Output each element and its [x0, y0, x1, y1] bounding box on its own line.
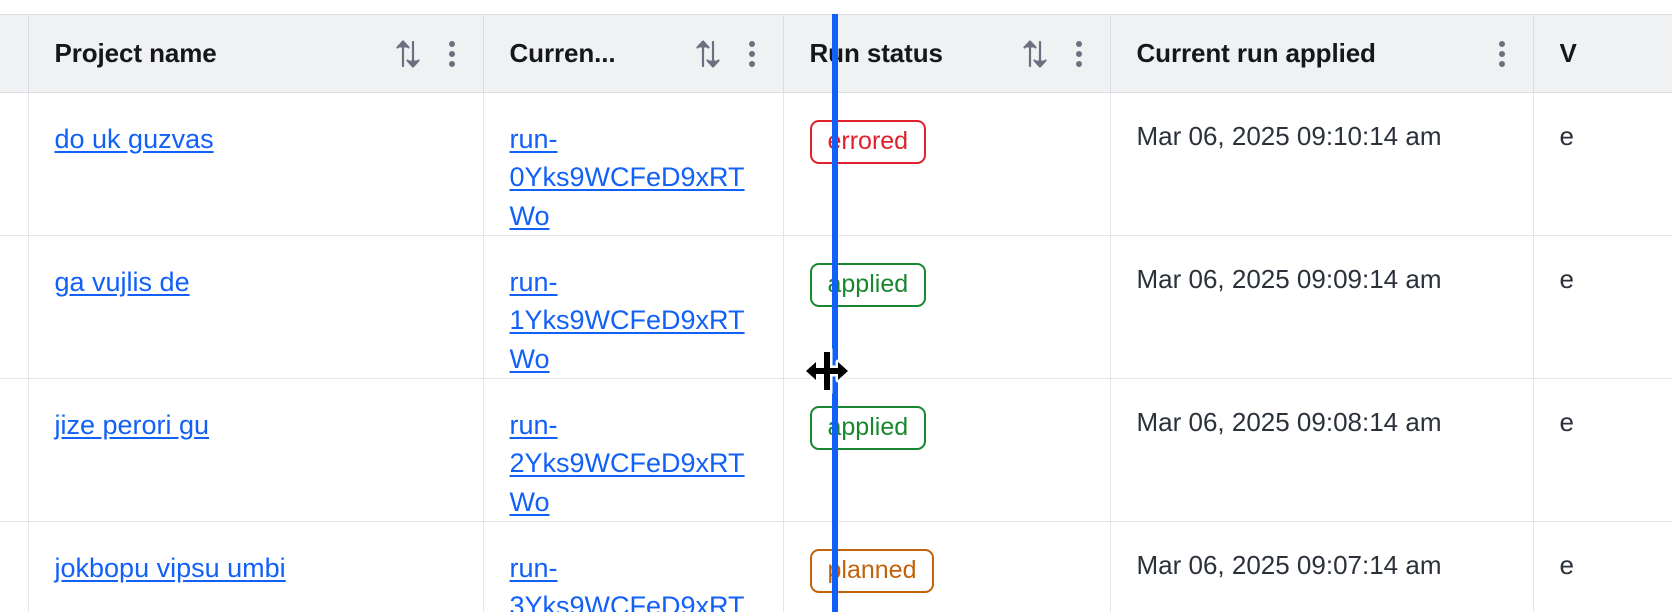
- table-row[interactable]: jokbopu vipsu umbi run-3Yks9WCFeD9xRTWo …: [0, 521, 1672, 612]
- column-header-label-next-column: V: [1559, 38, 1577, 68]
- column-header-next-column[interactable]: V: [1533, 14, 1672, 93]
- cell-project-name: do uk guzvas: [28, 92, 484, 236]
- project-name-link[interactable]: jize perori gu: [54, 409, 210, 440]
- column-resize-indicator[interactable]: [832, 14, 838, 612]
- cell-current-run: run-3Yks9WCFeD9xRTWo: [483, 521, 784, 612]
- cell-next-column: e: [1533, 235, 1672, 379]
- cell-next-column: e: [1533, 378, 1672, 522]
- cell-current-run-applied: Mar 06, 2025 09:10:14 am: [1110, 92, 1534, 236]
- current-run-applied-text: Mar 06, 2025 09:07:14 am: [1136, 549, 1442, 580]
- row-gutter-cell: [0, 92, 29, 236]
- kebab-dot: [1498, 40, 1505, 47]
- status-badge: applied: [809, 405, 927, 450]
- column-header-current-run-applied[interactable]: Current run applied: [1110, 14, 1534, 93]
- column-header-label-run-status: Run status: [809, 38, 943, 68]
- next-column-text: e: [1559, 406, 1574, 437]
- kebab-dot: [1498, 60, 1505, 67]
- projects-table: Project name: [0, 14, 1672, 612]
- kebab-menu-icon[interactable]: [439, 39, 465, 69]
- status-badge: errored: [809, 120, 927, 164]
- status-badge: planned: [809, 548, 935, 593]
- next-column-text: e: [1559, 121, 1574, 151]
- current-run-link[interactable]: run-3Yks9WCFeD9xRTWo: [509, 552, 745, 612]
- cell-current-run-applied: Mar 06, 2025 09:08:14 am: [1110, 378, 1534, 522]
- row-gutter-cell: [0, 521, 29, 612]
- current-run-link[interactable]: run-1Yks9WCFeD9xRTWo: [509, 266, 745, 374]
- cell-next-column: e: [1533, 92, 1672, 236]
- next-column-text: e: [1559, 263, 1574, 294]
- row-gutter-cell: [0, 378, 29, 522]
- table-row[interactable]: do uk guzvas run-0Yks9WCFeD9xRTWo errore…: [0, 92, 1672, 236]
- kebab-dot: [448, 40, 455, 47]
- current-run-applied-text: Mar 06, 2025 09:10:14 am: [1136, 121, 1442, 151]
- kebab-dot: [748, 40, 755, 47]
- header-row: Project name: [0, 14, 1672, 93]
- kebab-dot: [1075, 40, 1082, 47]
- kebab-dot: [1075, 60, 1082, 67]
- current-run-link[interactable]: run-0Yks9WCFeD9xRTWo: [509, 124, 745, 231]
- kebab-menu-icon[interactable]: [1489, 39, 1515, 69]
- table-body: do uk guzvas run-0Yks9WCFeD9xRTWo errore…: [0, 92, 1672, 612]
- cell-current-run-applied: Mar 06, 2025 09:09:14 am: [1110, 235, 1534, 379]
- kebab-menu-icon[interactable]: [1066, 39, 1092, 69]
- sort-arrows-icon[interactable]: [693, 36, 723, 72]
- column-header-label-current-run-applied: Current run applied: [1136, 38, 1376, 68]
- status-badge: applied: [809, 262, 927, 307]
- row-gutter-cell: [0, 235, 29, 379]
- cell-current-run-applied: Mar 06, 2025 09:07:14 am: [1110, 521, 1534, 612]
- kebab-dot: [748, 50, 755, 57]
- sort-arrows-icon[interactable]: [1020, 36, 1050, 72]
- next-column-text: e: [1559, 549, 1574, 580]
- cell-project-name: jokbopu vipsu umbi: [28, 521, 484, 612]
- cell-project-name: jize perori gu: [28, 378, 484, 522]
- current-run-link[interactable]: run-2Yks9WCFeD9xRTWo: [509, 409, 745, 517]
- kebab-dot: [448, 60, 455, 67]
- kebab-dot: [1075, 50, 1082, 57]
- cell-project-name: ga vujlis de: [28, 235, 484, 379]
- sort-arrows-icon[interactable]: [393, 36, 423, 72]
- kebab-dot: [748, 60, 755, 67]
- column-header-gutter: [0, 14, 29, 93]
- current-run-applied-text: Mar 06, 2025 09:09:14 am: [1136, 263, 1442, 294]
- column-header-label-project-name: Project name: [54, 38, 217, 68]
- cell-current-run: run-1Yks9WCFeD9xRTWo: [483, 235, 784, 379]
- kebab-dot: [448, 50, 455, 57]
- project-name-link[interactable]: ga vujlis de: [54, 266, 190, 297]
- cell-current-run: run-0Yks9WCFeD9xRTWo: [483, 92, 784, 236]
- project-name-link[interactable]: jokbopu vipsu umbi: [54, 552, 286, 583]
- column-header-label-current-run: Curren...: [509, 38, 616, 68]
- table-row[interactable]: jize perori gu run-2Yks9WCFeD9xRTWo appl…: [0, 378, 1672, 522]
- kebab-menu-icon[interactable]: [739, 39, 765, 69]
- cell-current-run: run-2Yks9WCFeD9xRTWo: [483, 378, 784, 522]
- projects-table-scroll[interactable]: Project name: [0, 14, 1672, 612]
- project-name-link[interactable]: do uk guzvas: [54, 124, 214, 154]
- cell-next-column: e: [1533, 521, 1672, 612]
- kebab-dot: [1498, 50, 1505, 57]
- column-header-project-name[interactable]: Project name: [28, 14, 484, 93]
- current-run-applied-text: Mar 06, 2025 09:08:14 am: [1136, 406, 1442, 437]
- table-header: Project name: [0, 14, 1672, 93]
- column-header-current-run[interactable]: Curren...: [483, 14, 784, 93]
